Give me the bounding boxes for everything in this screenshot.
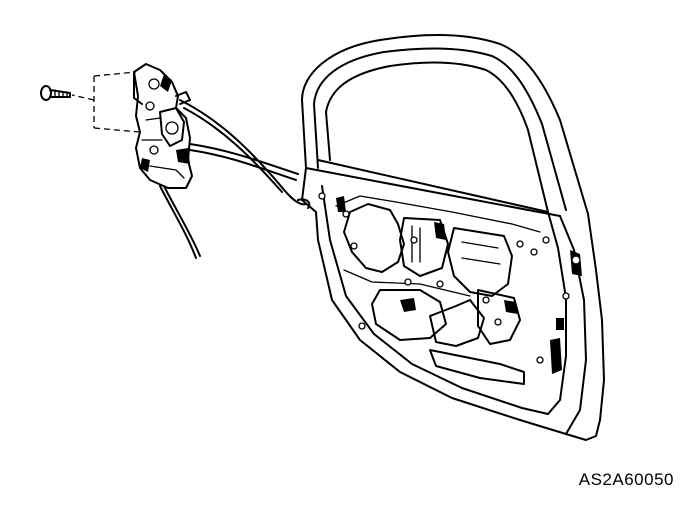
screw (40, 85, 71, 101)
figure-code-label: AS2A60050 (578, 470, 674, 489)
lock-cables (159, 99, 311, 259)
door-lock-assembly (133, 63, 193, 189)
rear-door-panel (301, 34, 605, 441)
installation-guide-lines (71, 71, 141, 133)
